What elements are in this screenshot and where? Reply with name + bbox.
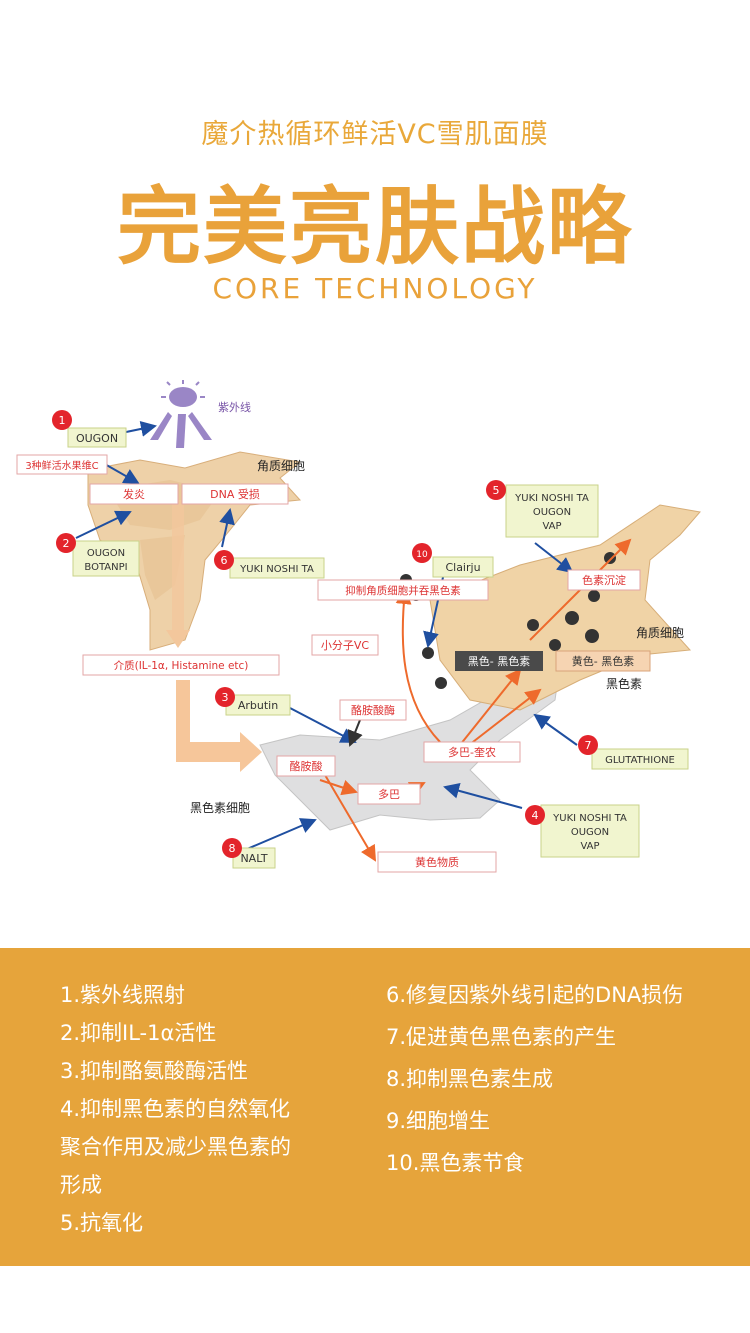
legend-item: 6.修复因紫外线引起的DNA损伤 xyxy=(386,983,684,1007)
box-yukinoshita-4: YUKI NOSHI TA xyxy=(552,813,627,824)
box-fruit-vc: 3种鲜活水果维C xyxy=(25,459,98,472)
box-inflammation: 发炎 xyxy=(123,487,145,501)
legend-panel: 1.紫外线照射 2.抑制IL-1α活性 3.抑制酪氨酸酶活性 4.抑制黑色素的自… xyxy=(0,948,750,1266)
box-yukinoshita-5: YUKI NOSHI TA xyxy=(514,493,589,504)
legend-item: 聚合作用及减少黑色素的 xyxy=(60,1135,291,1159)
legend-item: 形成 xyxy=(60,1173,102,1197)
box-dopa: 多巴 xyxy=(378,787,400,801)
box-yellow-substance: 黄色物质 xyxy=(415,855,459,869)
legend-item: 4.抑制黑色素的自然氧化 xyxy=(60,1097,291,1121)
box-ougon-5: OUGON xyxy=(533,507,571,518)
badge-5: 5 xyxy=(493,484,500,497)
tech-subtitle: CORE TECHNOLOGY xyxy=(212,272,538,305)
legend-item: 2.抑制IL-1α活性 xyxy=(60,1021,217,1045)
box-mediator: 介质(IL-1α, Histamine etc) xyxy=(114,660,249,672)
badge-10: 10 xyxy=(416,550,428,560)
skin-diagram: 紫外线 OUGON 3种鲜活水果维 xyxy=(16,380,701,873)
box-vap-4: VAP xyxy=(580,841,599,852)
badge-3: 3 xyxy=(222,691,229,704)
legend-item: 3.抑制酪氨酸酶活性 xyxy=(60,1059,249,1083)
box-arbutin: Arbutin xyxy=(238,699,278,712)
badge-2: 2 xyxy=(63,537,70,550)
legend-right: 6.修复因紫外线引起的DNA损伤 7.促进黄色黑色素的产生 8.抑制黑色素生成 … xyxy=(386,976,726,1186)
box-nalt: NALT xyxy=(240,852,267,865)
box-inhibit-phagocytosis: 抑制角质细胞并吞黑色素 xyxy=(345,584,461,597)
box-small-vc: 小分子VC xyxy=(321,639,370,652)
box-dna: DNA 受损 xyxy=(210,487,260,501)
box-botanpi: BOTANPI xyxy=(84,562,127,573)
box-black-melanin: 黑色- 黑色素 xyxy=(468,654,530,668)
legend-item: 7.促进黄色黑色素的产生 xyxy=(386,1025,617,1049)
box-pigment: 色素沉淀 xyxy=(582,573,626,587)
legend-item: 8.抑制黑色素生成 xyxy=(386,1067,554,1091)
page-title: 完美亮肤战略 xyxy=(116,178,633,276)
legend-item: 5.抗氧化 xyxy=(60,1211,144,1235)
box-ougon-2: OUGON xyxy=(87,548,125,559)
box-yukinoshita-6: YUKI NOSHI TA xyxy=(239,564,314,575)
box-yellow-melanin: 黄色- 黑色素 xyxy=(572,654,634,668)
uv-label: 紫外线 xyxy=(218,400,251,414)
box-ougon-4: OUGON xyxy=(571,827,609,838)
badge-8: 8 xyxy=(229,842,236,855)
box-clairju: Clairju xyxy=(445,561,480,574)
box-ougon: OUGON xyxy=(76,432,118,445)
subtitle: 魔介热循环鲜活VC雪肌面膜 xyxy=(201,119,549,150)
badge-4: 4 xyxy=(532,809,539,822)
keratinocyte-label: 角质细胞 xyxy=(257,459,305,473)
legend-item: 10.黑色素节食 xyxy=(386,1151,525,1175)
legend-item: 9.细胞增生 xyxy=(386,1109,491,1133)
legend-item: 1.紫外线照射 xyxy=(60,983,186,1007)
badge-6: 6 xyxy=(221,554,228,567)
box-dopaquinone: 多巴-奎农 xyxy=(448,745,496,759)
keratinocyte-label-2: 角质细胞 xyxy=(636,626,684,640)
badge-1: 1 xyxy=(59,414,66,427)
box-glutathione: GLUTATHIONE xyxy=(605,755,675,766)
sun-icon xyxy=(150,380,212,448)
melanocyte-label: 黑色素细胞 xyxy=(190,801,250,815)
badge-7: 7 xyxy=(585,739,592,752)
melanin-label: 黑色素 xyxy=(606,677,642,691)
legend-left: 1.紫外线照射 2.抑制IL-1α活性 3.抑制酪氨酸酶活性 4.抑制黑色素的自… xyxy=(60,976,320,1242)
box-tyrosinase: 酪胺酸酶 xyxy=(351,703,395,717)
box-tyrosine: 酪胺酸 xyxy=(290,759,323,773)
box-vap-5: VAP xyxy=(542,521,561,532)
